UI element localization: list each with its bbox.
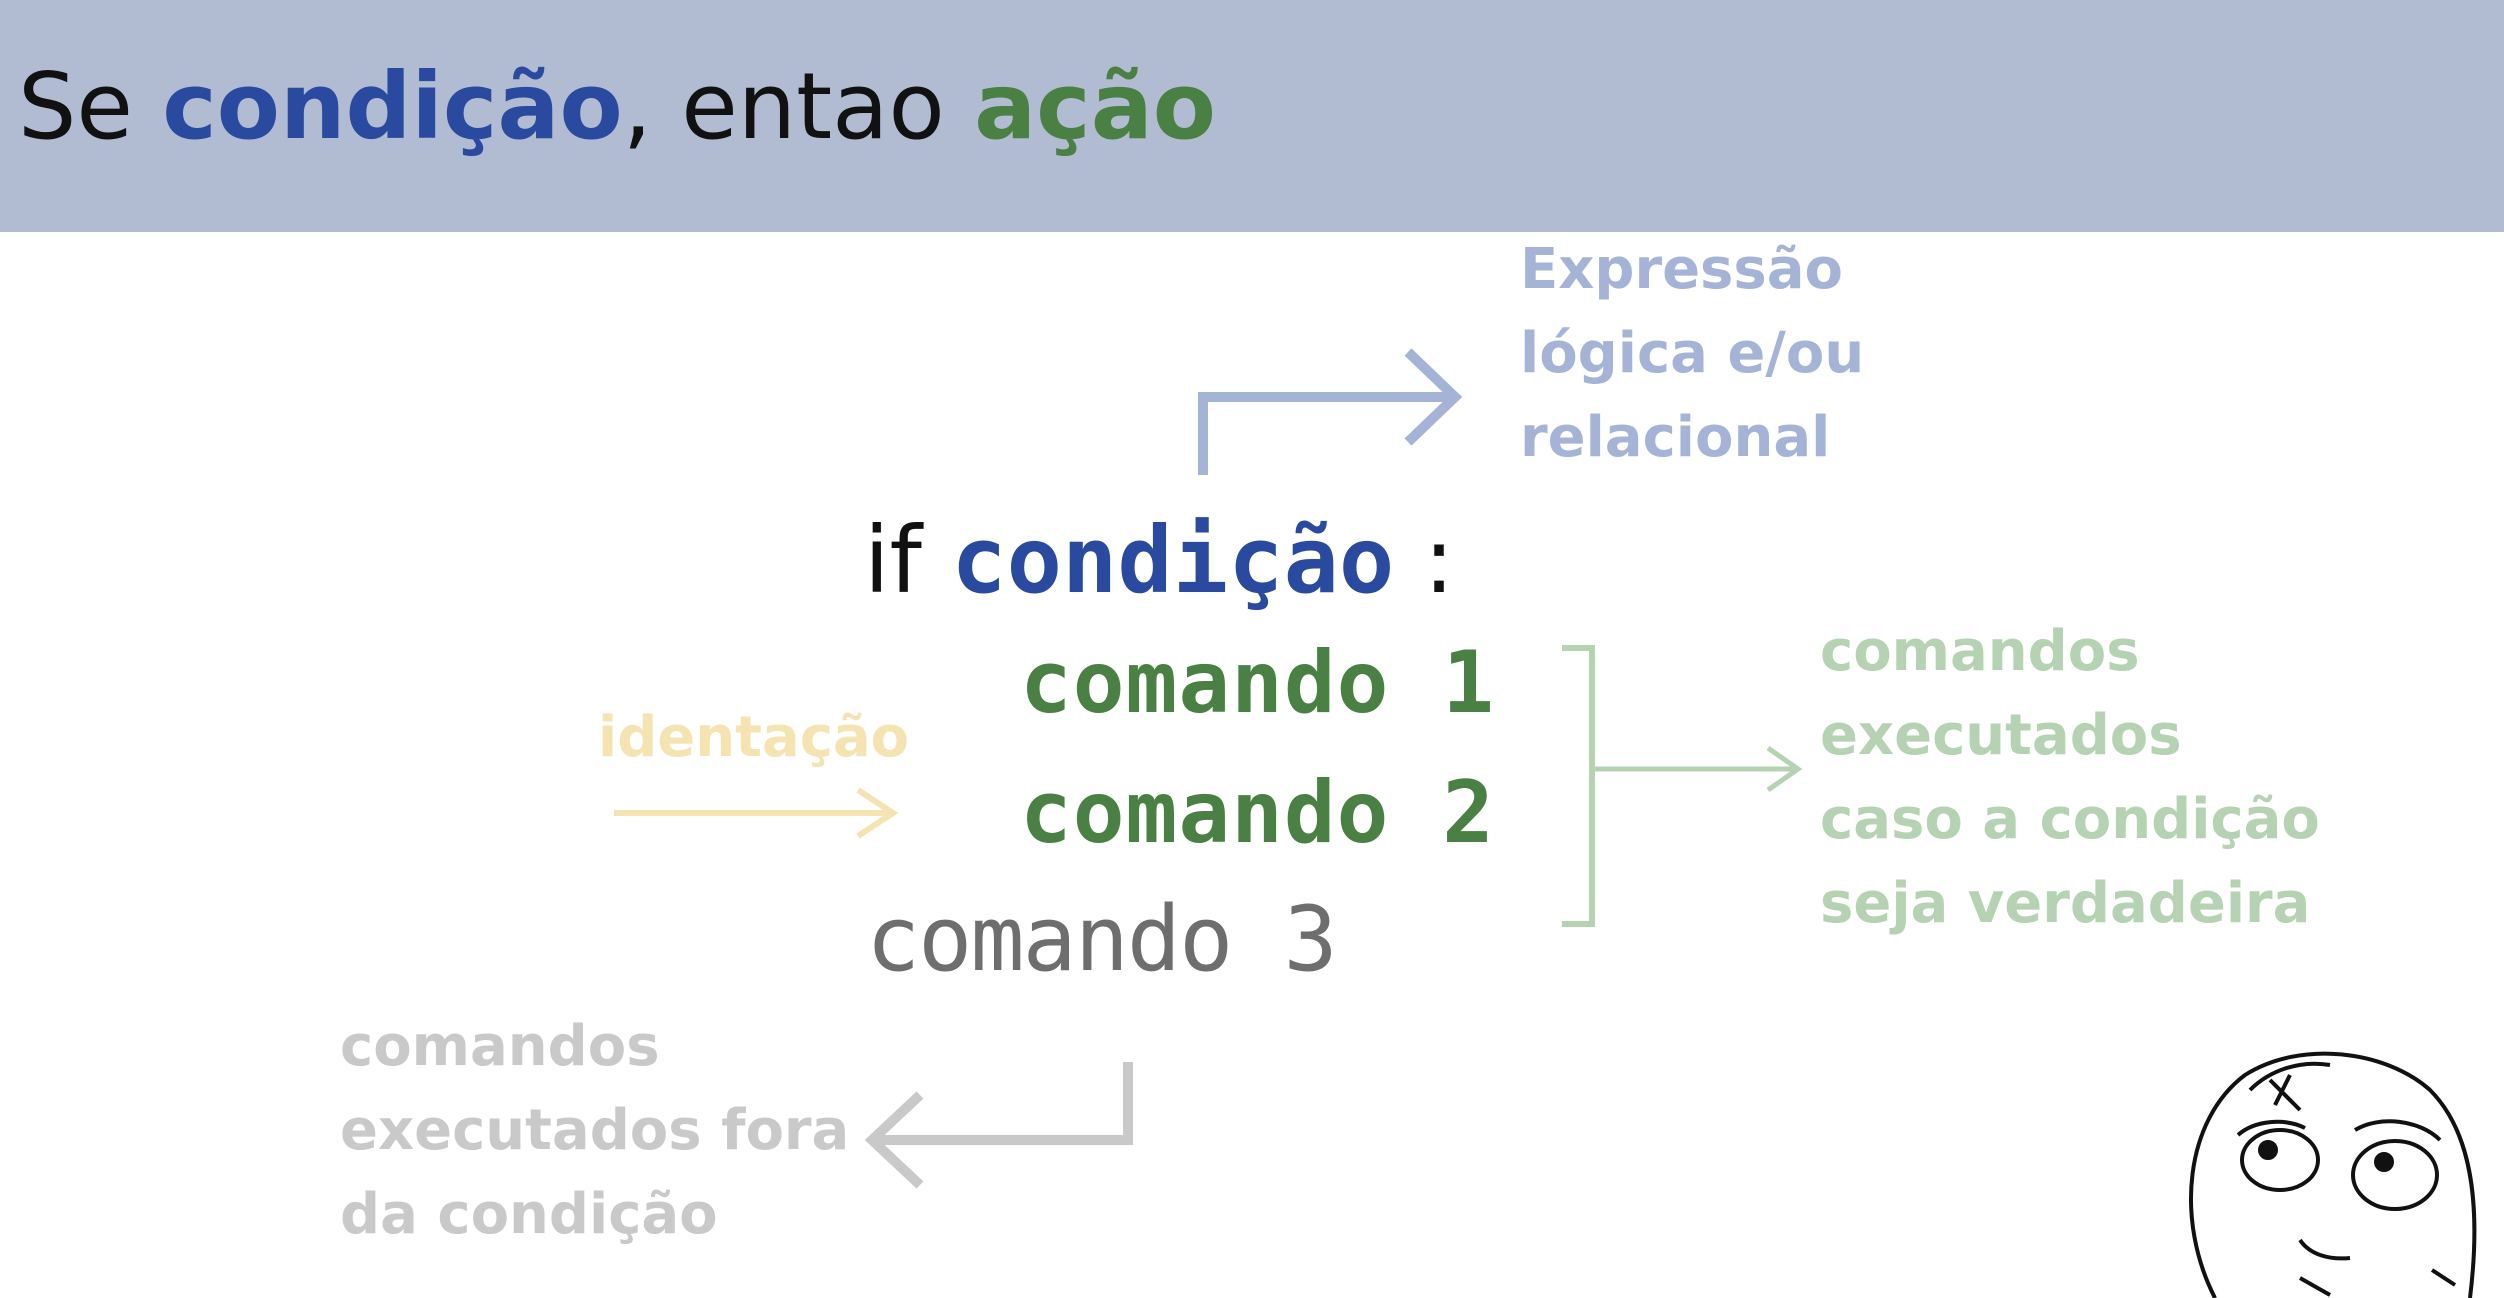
indentation-arrowhead <box>856 787 899 839</box>
title-action: ação <box>974 53 1216 160</box>
if-condition: condição <box>951 507 1395 614</box>
outside-commands-note: comandos executados fora da condição <box>340 1005 849 1257</box>
executed-note-line: caso a condição <box>1820 787 2320 852</box>
if-statement-line: if condição : <box>864 510 1455 611</box>
command-2: comando 2 <box>1020 763 1495 863</box>
executed-note-line: comandos <box>1820 619 2140 684</box>
expression-note: Expressão lógica e/ou relacional <box>1520 228 1864 480</box>
expression-note-line: relacional <box>1520 405 1831 470</box>
thinking-face-image <box>2189 1051 2477 1298</box>
outside-note-line: comandos <box>340 1014 660 1079</box>
if-keyword: if <box>864 507 952 614</box>
outside-note-line: da condição <box>340 1182 718 1247</box>
title-middle: , entao <box>622 53 975 160</box>
outside-arrow <box>875 1062 1133 1145</box>
title-prefix: Se <box>18 53 163 160</box>
slide-title: Se condição, entao ação <box>18 52 1216 162</box>
title-condition: condição <box>162 53 623 160</box>
command-1: comando 1 <box>1020 633 1495 733</box>
if-colon: : <box>1394 507 1455 614</box>
executed-note-line: seja verdadeira <box>1820 871 2311 936</box>
executed-arrowhead <box>1766 745 1803 793</box>
executed-commands-note: comandos executados caso a condição seja… <box>1820 610 2320 946</box>
executed-note-line: executados <box>1820 703 2182 768</box>
header-bar: Se condição, entao ação <box>0 0 2504 232</box>
expression-note-line: lógica e/ou <box>1520 321 1865 386</box>
expression-note-line: Expressão <box>1520 237 1843 302</box>
expression-arrowhead <box>1404 348 1463 446</box>
expression-arrow <box>1198 392 1452 475</box>
outside-arrowhead <box>864 1091 924 1189</box>
commands-bracket <box>1562 645 1595 927</box>
command-3: comando 3 <box>866 887 1338 992</box>
outside-note-line: executados fora <box>340 1098 850 1163</box>
indentation-label: identação <box>598 705 910 770</box>
